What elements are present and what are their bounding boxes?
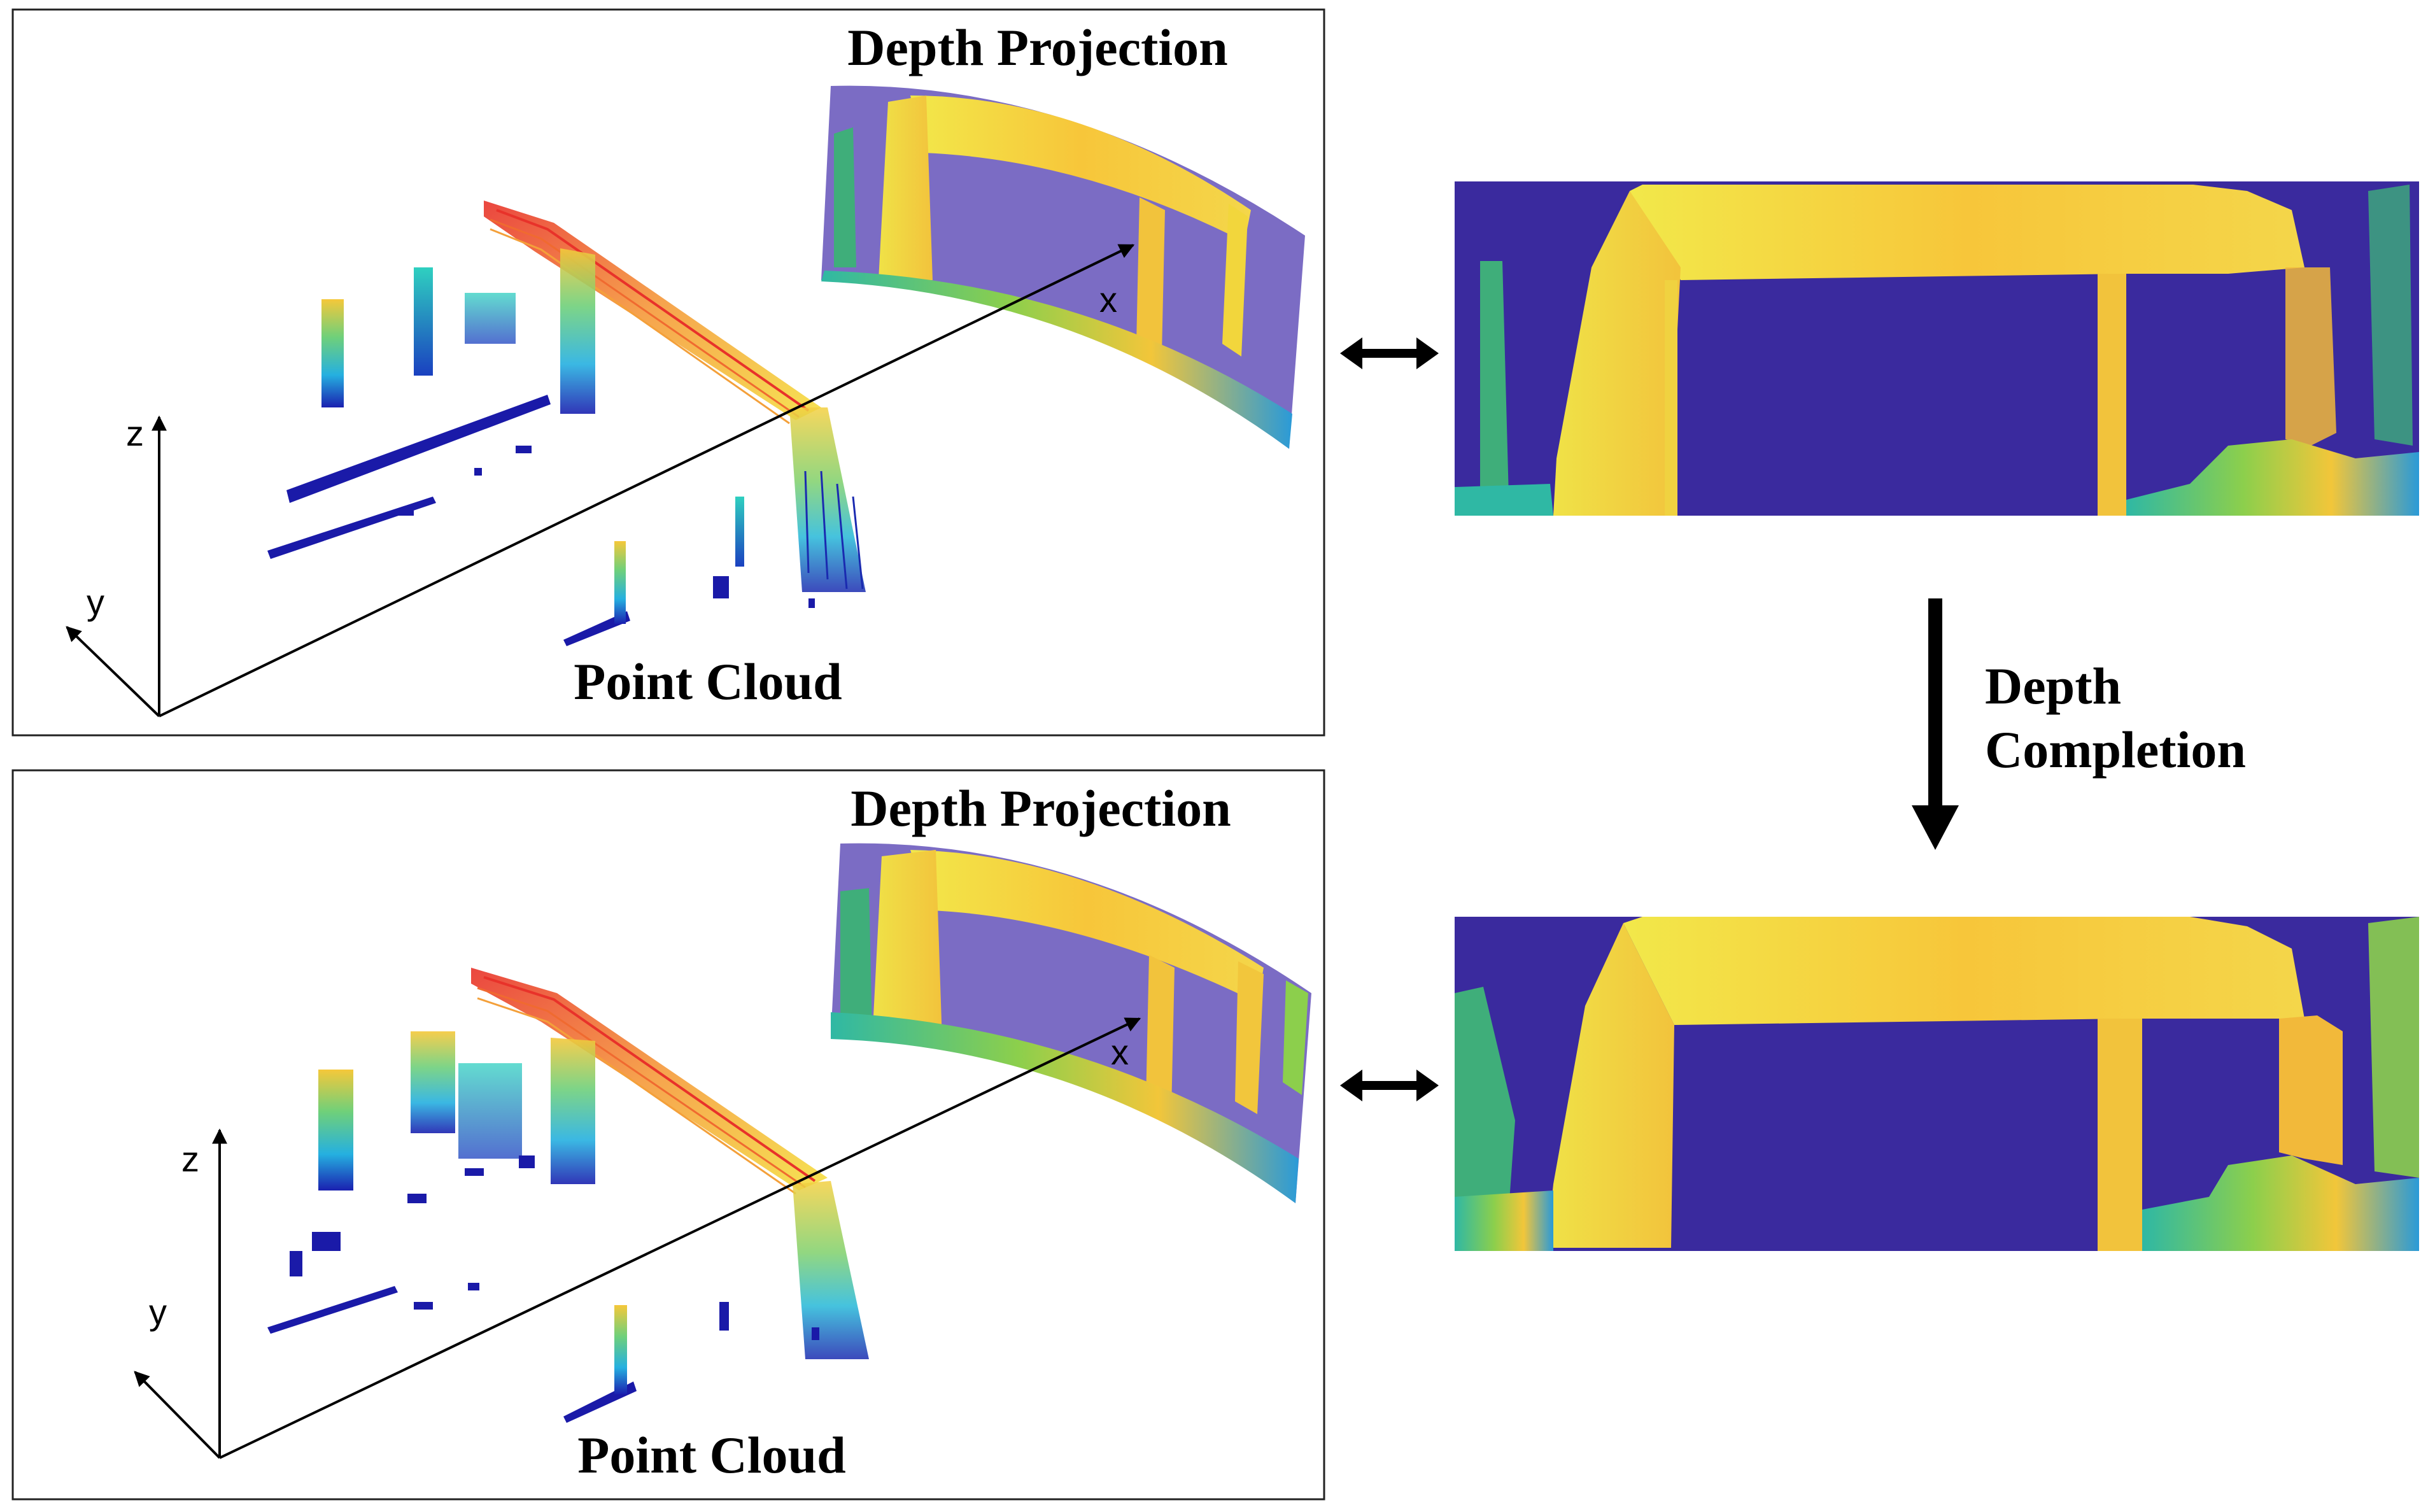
top-center-pillar-points xyxy=(560,248,595,414)
top-point-cloud-caption: Point Cloud xyxy=(574,653,842,710)
bottom-sheet-left-pillar xyxy=(872,850,942,1041)
sparse-depth-right-structure xyxy=(2285,267,2336,446)
depth-completion-arrow-head xyxy=(1912,805,1959,850)
bottom-sheet-right-pillar xyxy=(1146,955,1175,1111)
top-left-post-c xyxy=(465,293,516,344)
completed-depth-center-pillar xyxy=(2098,1019,2142,1251)
completed-depth-floor-right xyxy=(2142,1155,2419,1251)
completed-depth-floor-left xyxy=(1455,1191,1553,1251)
bottom-center-pillar-points xyxy=(551,1038,595,1184)
bottom-axes xyxy=(134,1017,1141,1459)
top-x-axis-label: x xyxy=(1099,279,1117,320)
top-bidirectional-arrow xyxy=(1340,337,1439,369)
top-y-axis-label: y xyxy=(87,582,104,622)
top-left-post-a xyxy=(321,299,344,407)
top-sheet-right-strip xyxy=(1222,204,1248,357)
bottom-panel-frame xyxy=(11,769,1325,1501)
bottom-sheet-right-strip xyxy=(1235,961,1264,1114)
bottom-depth-projection-title: Depth Projection xyxy=(850,779,1231,837)
bottom-sheet-floor xyxy=(831,1012,1299,1203)
top-ground-points xyxy=(267,395,815,646)
top-crossbar-points xyxy=(484,201,821,425)
bottom-crossbar-points xyxy=(471,968,828,1195)
sparse-depth-floor xyxy=(1455,484,1553,516)
top-point-cloud-panel: z y x Depth Projection Point Cloud xyxy=(11,8,1325,737)
completed-depth-image xyxy=(1455,917,2419,1251)
top-axes xyxy=(66,244,1135,717)
sparse-depth-greenery-left xyxy=(1480,261,1509,497)
top-depth-projection-sheet xyxy=(821,85,1305,449)
sparse-depth-greenery-right xyxy=(2368,185,2413,446)
bottom-sheet-bar xyxy=(910,850,1264,1003)
bottom-sheet-greenery xyxy=(840,888,872,1031)
depth-completion-step: Depth Completion xyxy=(1912,598,2246,850)
top-z-axis-label: z xyxy=(126,413,144,453)
completed-depth-left-pillar xyxy=(1547,923,1674,1248)
sparse-depth-center-pillar xyxy=(2098,274,2126,516)
bottom-z-axis-label: z xyxy=(181,1139,199,1179)
bottom-y-axis-label: y xyxy=(149,1292,167,1332)
completed-depth-bar xyxy=(1623,917,2304,1025)
bottom-x-axis xyxy=(219,1017,1141,1459)
top-panel-frame xyxy=(11,8,1325,737)
top-y-axis xyxy=(66,626,160,717)
completed-depth-right-structure xyxy=(2279,1015,2343,1165)
top-depth-projection-title: Depth Projection xyxy=(847,18,1227,76)
sparse-depth-left-pillar xyxy=(1553,191,1681,516)
bottom-left-post-b xyxy=(411,1031,455,1133)
top-sheet-greenery xyxy=(834,127,856,267)
sparse-depth-floor-right xyxy=(2126,439,2419,516)
sparse-depth-inner-left xyxy=(1665,280,1677,516)
bottom-right-pillar-points xyxy=(793,1181,869,1359)
bottom-ground-points xyxy=(267,1155,819,1423)
bottom-point-cloud-caption: Point Cloud xyxy=(577,1426,846,1484)
sparse-depth-bar xyxy=(1630,185,2304,280)
sparse-depth-image xyxy=(1455,181,2419,516)
completed-depth-greenery-left xyxy=(1455,987,1515,1210)
depth-completion-label-line2: Completion xyxy=(1985,721,2246,779)
top-post-small-b xyxy=(735,497,744,567)
bottom-sheet-green-right xyxy=(1283,980,1308,1095)
bottom-point-cloud-panel: z y x Depth Projection Point Cloud xyxy=(11,769,1325,1501)
bottom-x-axis-label: x xyxy=(1111,1032,1129,1072)
bottom-left-post-a xyxy=(318,1070,353,1191)
top-sheet-left-pillar xyxy=(879,95,933,280)
top-x-axis xyxy=(159,244,1135,717)
bottom-bidirectional-arrow xyxy=(1340,1070,1439,1101)
completed-depth-greenery-right xyxy=(2368,917,2419,1178)
bottom-left-post-c xyxy=(458,1063,522,1159)
top-sheet-bar xyxy=(910,95,1251,242)
bottom-depth-projection-sheet xyxy=(831,843,1311,1203)
top-sheet-right-pillar xyxy=(1136,197,1165,353)
top-right-pillar-lines xyxy=(804,470,864,590)
bottom-post-small-a xyxy=(614,1305,627,1394)
top-post-small-a xyxy=(614,541,626,624)
depth-completion-label-line1: Depth xyxy=(1985,657,2121,715)
top-left-post-b xyxy=(414,267,433,376)
bottom-y-axis xyxy=(134,1371,221,1459)
